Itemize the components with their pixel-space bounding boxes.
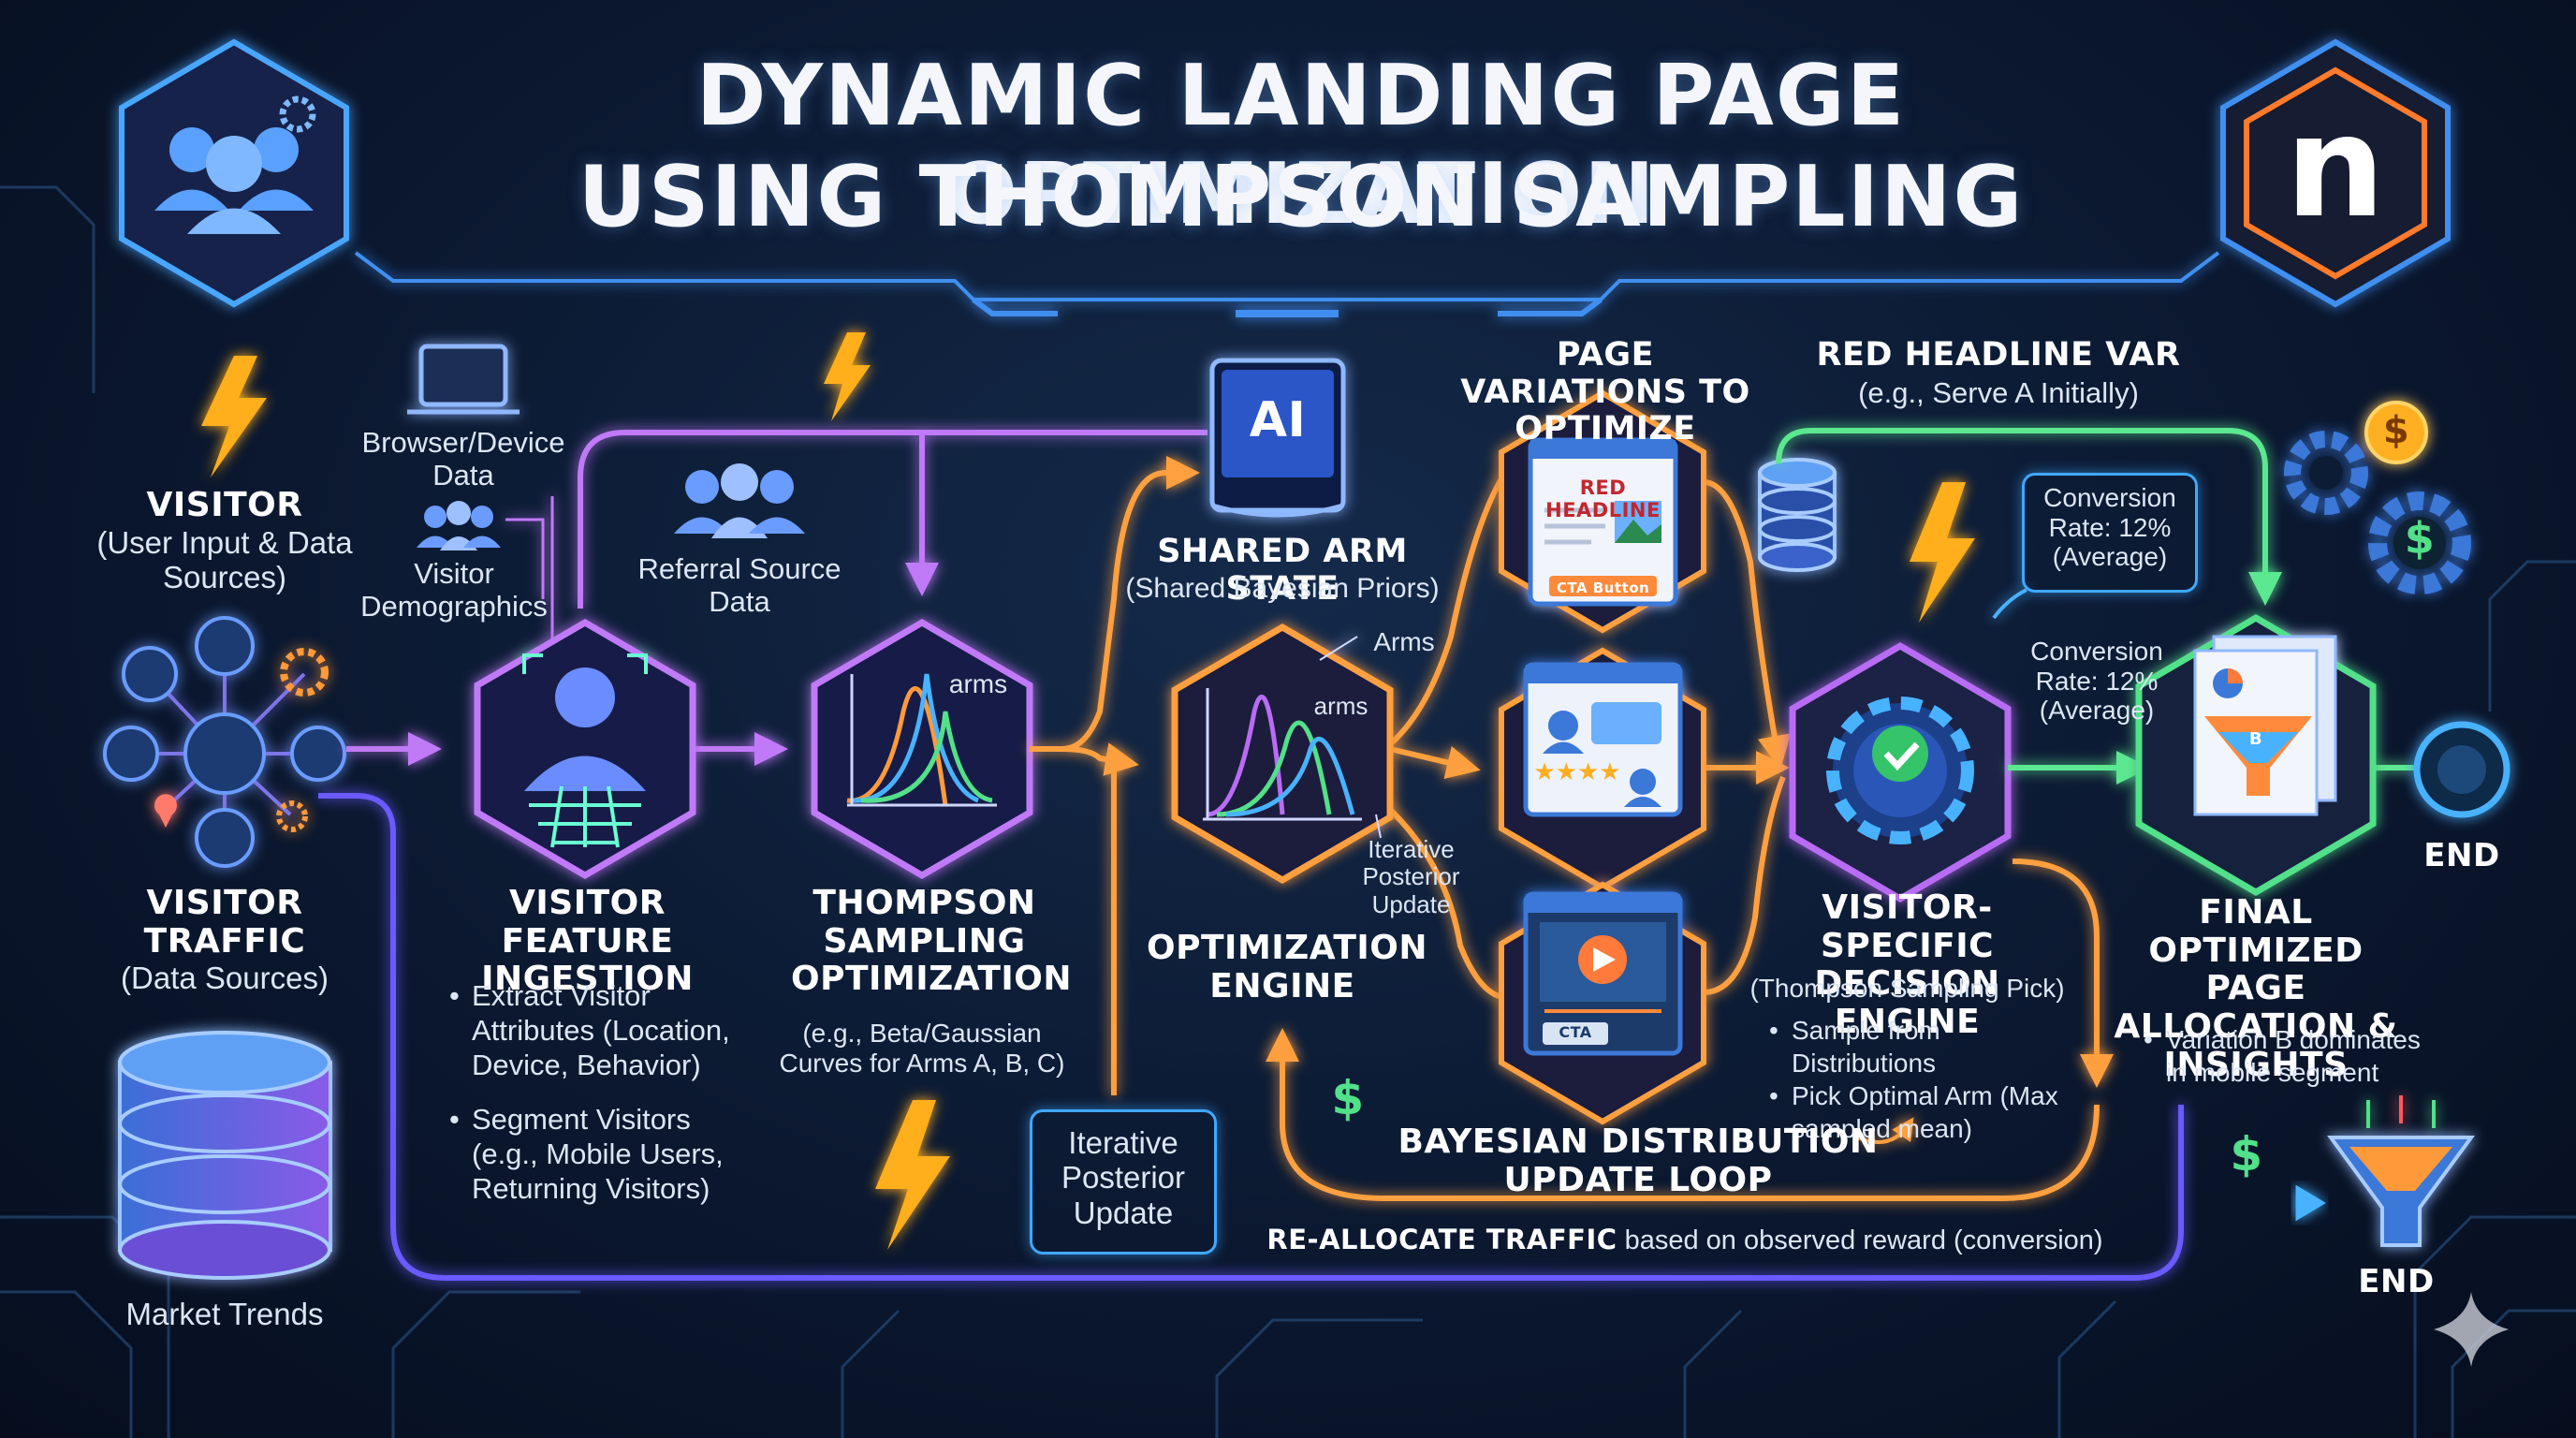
decision-engine-hex (1789, 641, 2012, 903)
visitor-traffic-label: VISITOR TRAFFIC (Data Sources) (121, 884, 329, 996)
rating-stars: ★★★★ (1533, 757, 1621, 785)
conversion-rate-label: Conversion Rate: 12% (Average) (2030, 637, 2163, 726)
cta-button-label[interactable]: CTA Button (1556, 580, 1650, 596)
thompson-subtitle: (e.g., Beta/Gaussian Curves for Arms A, … (779, 1019, 1065, 1078)
thompson-arms-label: arms (948, 669, 1008, 698)
referral-source-label: Referral Source Data (637, 552, 842, 619)
optimization-engine-title: OPTIMIZATION ENGINE (1147, 929, 1428, 1005)
decision-bullet: Pick Optimal Arm (Max sampled mean) (1769, 1079, 2087, 1145)
dollar-sign-icon: $ (2230, 1127, 2263, 1181)
red-headline-var-title: RED HEADLINE VAR (1816, 336, 2181, 374)
demographics-people-icon (417, 501, 501, 550)
headline-database-icon (1758, 458, 1837, 572)
variation-a-hex (1499, 389, 1706, 634)
decision-engine-subtitle: (Thompson Sampling Pick) (1749, 974, 2065, 1003)
bayesian-loop-title: BAYESIAN DISTRIBUTION UPDATE LOOP (1398, 1123, 1879, 1199)
visitor-label: VISITOR (User Input & Data Sources) (96, 486, 353, 594)
final-hex (2135, 613, 2377, 897)
title-frame (354, 251, 2220, 317)
funnel-icon (2327, 1095, 2475, 1247)
engine-arms-label-2: arms (1313, 692, 1368, 720)
end-label-2: END (2358, 1263, 2435, 1300)
logo-hex (2220, 38, 2451, 308)
final-bullets: Variation B dominates in mobile segment (2144, 1023, 2434, 1089)
dollar-sign-icon: $ (1331, 1071, 1365, 1125)
logo-letter: n (2285, 86, 2386, 249)
end-label-1: END (2423, 837, 2500, 874)
reallocate-traffic-label: RE-ALLOCATE TRAFFIC based on observed re… (1266, 1224, 2103, 1255)
title-line-2: USING THOMPSON SAMPLING (578, 148, 2025, 246)
end-circle (2413, 721, 2510, 818)
engine-arms-label-1: Arms (1373, 627, 1435, 656)
coin-dollar-icon: $ (2382, 409, 2410, 452)
gear-icons (2284, 401, 2471, 594)
bolt-icons (201, 332, 1975, 1250)
ingestion-bullet: Extract Visitor Attributes (Location, De… (449, 978, 749, 1083)
users-hex-icon (119, 38, 349, 308)
visitor-network (103, 616, 346, 868)
conversion-rate-box: Conversion Rate: 12% (Average) (2022, 473, 2198, 593)
ingestion-bullet: Segment Visitors (e.g., Mobile Users, Re… (449, 1102, 749, 1207)
optimization-engine-hex (1171, 623, 1394, 885)
cta-label[interactable]: CTA (1559, 1023, 1592, 1041)
ingestion-bullets: Extract Visitor Attributes (Location, De… (449, 978, 749, 1206)
sparkle-icon (2434, 1292, 2509, 1367)
red-headline-var-subtitle: (e.g., Serve A Initially) (1858, 376, 2139, 409)
decision-bullets: Sample from Distributions Pick Optimal A… (1769, 1014, 2087, 1145)
red-headline-text: RED HEADLINE (1545, 477, 1661, 521)
shared-arm-subtitle: (Shared Bayesian Priors) (1125, 573, 1440, 604)
gear-dollar-icon: $ (2404, 513, 2436, 564)
referral-people-icon (674, 463, 805, 538)
thompson-hex (811, 618, 1033, 880)
decision-bullet: Sample from Distributions (1769, 1014, 2087, 1079)
iterative-posterior-box: Iterative Posterior Update (1030, 1109, 1217, 1255)
title-line-1: DYNAMIC LANDING PAGE OPTIMIZATION (695, 47, 1907, 243)
variation-c-hex (1499, 881, 1706, 1125)
browser-device-label: Browser/Device Data (361, 426, 565, 492)
ai-badge: AI (1249, 392, 1307, 448)
engine-iter-label: Iterative Posterior Update (1362, 835, 1460, 918)
shared-arm-title: SHARED ARM STATE (1157, 533, 1408, 608)
thompson-title: THOMPSON SAMPLING OPTIMIZATION (791, 884, 1073, 999)
final-bullet: Variation B dominates in mobile segment (2144, 1023, 2434, 1089)
funnel-letter: B (2248, 729, 2263, 749)
database-icon (118, 1031, 332, 1280)
ingestion-hex (474, 618, 696, 880)
laptop-icon (407, 344, 520, 415)
variations-title: PAGE VARIATIONS TO OPTIMIZE (1460, 336, 1750, 448)
market-trends-label: Market Trends (125, 1297, 324, 1331)
demographics-label: Visitor Demographics (360, 557, 548, 624)
ai-book-icon (1209, 358, 1346, 518)
